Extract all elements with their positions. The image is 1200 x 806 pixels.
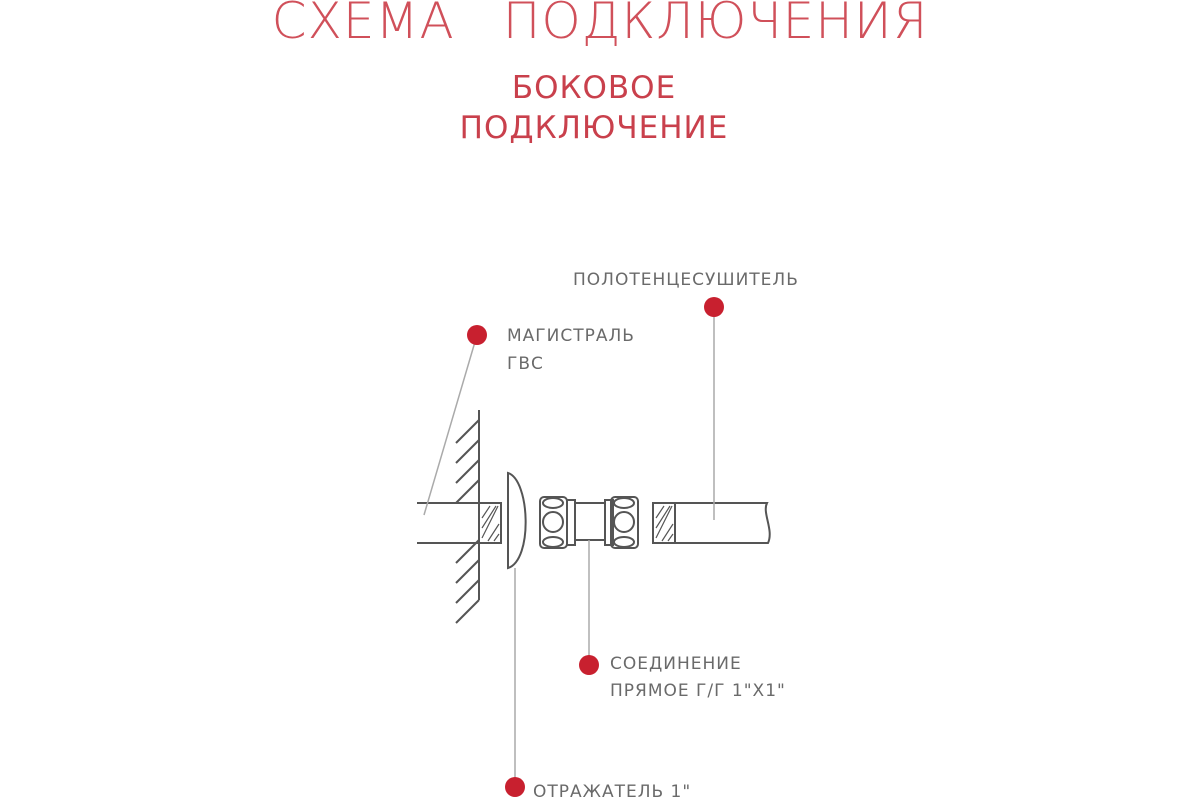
towel-dryer-pipe: [675, 502, 771, 544]
subtitle-line-2: ПОДКЛЮЧЕНИЕ: [459, 110, 729, 146]
diagram-title: СХЕМА ПОДКЛЮЧЕНИЯ: [0, 0, 1200, 50]
reflector-shape: [507, 471, 527, 570]
marker-dot-main-line: [467, 325, 487, 345]
label-main-line-1: МАГИСТРАЛЬ: [507, 326, 635, 346]
title-word-2: ПОДКЛЮЧЕНИЯ: [502, 0, 929, 50]
title-word-1: СХЕМА: [271, 0, 455, 50]
leader-main-line: [423, 334, 478, 516]
right-thread: [652, 502, 676, 544]
label-main-line-2: ГВС: [507, 354, 544, 374]
label-coupling-1: СОЕДИНЕНИЕ: [610, 654, 742, 674]
marker-dot-towel-dryer: [704, 297, 724, 317]
left-thread: [478, 502, 502, 544]
subtitle-line-1: БОКОВОЕ: [511, 70, 677, 106]
marker-dot-reflector: [505, 777, 525, 797]
coupling-shape: [539, 496, 639, 549]
label-coupling-2: ПРЯМОЕ Г/Г 1"Х1": [610, 681, 786, 701]
marker-dot-coupling: [579, 655, 599, 675]
label-reflector: ОТРАЖАТЕЛЬ 1": [533, 782, 692, 802]
wall-hatching: [455, 419, 480, 624]
label-towel-dryer: ПОЛОТЕНЦЕСУШИТЕЛЬ: [573, 270, 799, 290]
